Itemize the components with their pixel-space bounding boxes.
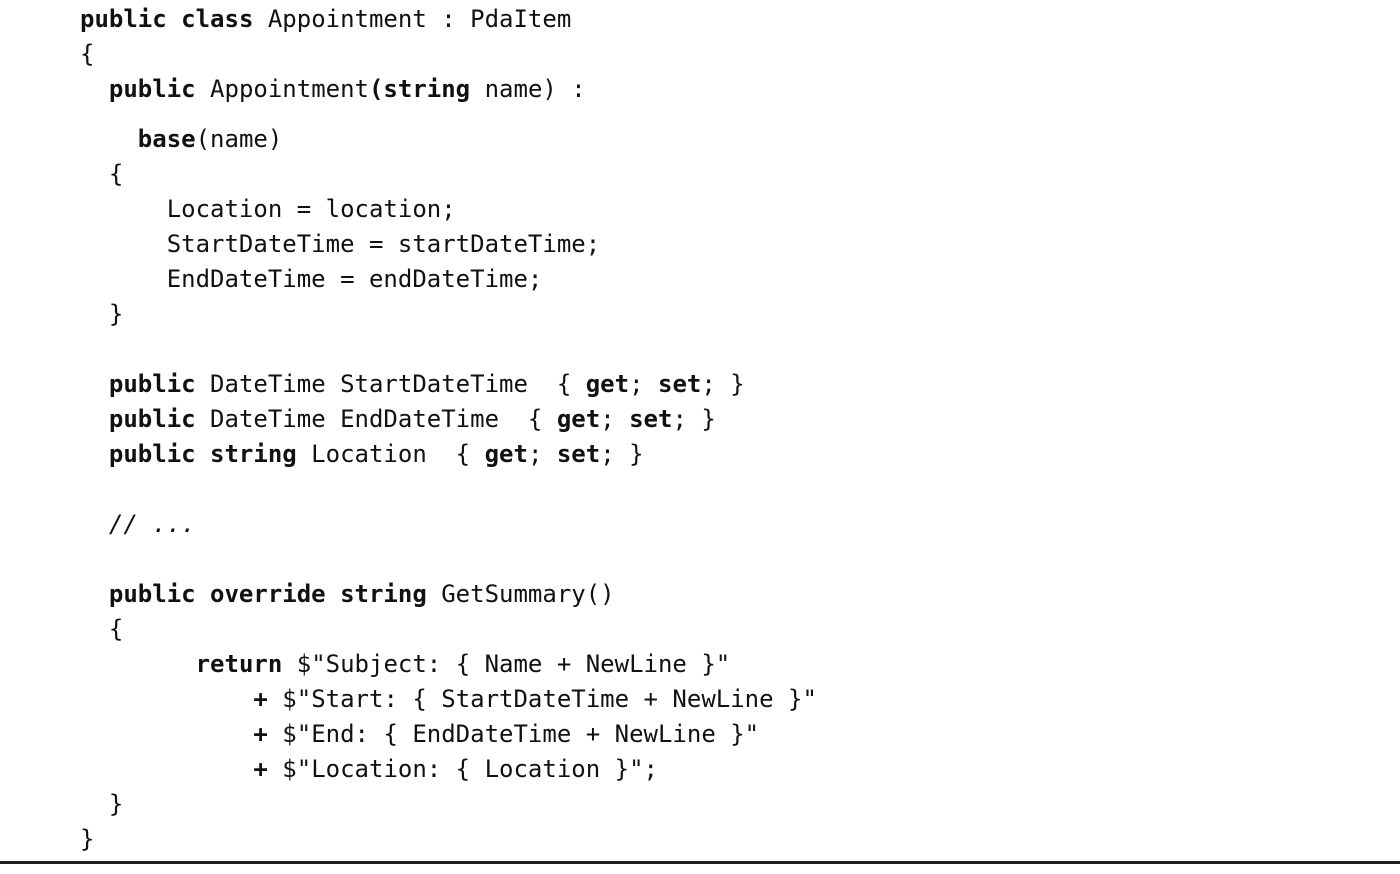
code-line: } (80, 822, 1400, 857)
code-text: Location = location; (166, 195, 456, 223)
code-text: Appointment : PdaItem (253, 5, 572, 33)
code-text: ; (600, 405, 630, 433)
code-text: $"End: { EndDateTime + NewLine }" (267, 720, 760, 748)
code-line: public DateTime EndDateTime { get; set; … (80, 402, 1400, 437)
code-line: StartDateTime = startDateTime; (80, 227, 1400, 262)
code-text: GetSummary() (426, 580, 615, 608)
code-keyword: + (253, 755, 268, 783)
code-text: $"Start: { StartDateTime + NewLine }" (267, 685, 817, 713)
code-keyword: set (629, 405, 673, 433)
code-text: } (108, 790, 124, 818)
code-line: // ... (80, 507, 1400, 542)
code-keyword: get (556, 405, 601, 433)
code-keyword: base (137, 125, 196, 153)
code-text: EndDateTime = endDateTime; (166, 265, 543, 293)
code-text: ; } (672, 405, 716, 433)
code-keyword: get (484, 440, 528, 468)
code-line: { (80, 37, 1400, 72)
code-keyword: public override string (108, 580, 427, 608)
code-line: + $"Start: { StartDateTime + NewLine }" (80, 682, 1400, 717)
code-line (80, 332, 1400, 367)
code-text: } (108, 300, 124, 328)
code-line: + $"End: { EndDateTime + NewLine }" (80, 717, 1400, 752)
code-line: public class Appointment : PdaItem (80, 2, 1400, 37)
code-text: name) : (470, 75, 586, 103)
code-line (80, 542, 1400, 577)
code-text: (name) (195, 125, 283, 153)
code-keyword: (string (368, 75, 471, 103)
code-keyword: get (585, 370, 630, 398)
code-text: ; } (600, 440, 644, 468)
code-line (80, 472, 1400, 507)
code-text: DateTime StartDateTime { (195, 370, 586, 398)
code-keyword: public (108, 405, 196, 433)
code-line: public DateTime StartDateTime { get; set… (80, 367, 1400, 402)
code-keyword: public string (108, 440, 297, 468)
code-keyword: return (195, 650, 283, 678)
code-text: ; } (701, 370, 745, 398)
code-line: return $"Subject: { Name + NewLine }" (80, 647, 1400, 682)
code-text: $"Location: { Location }"; (267, 755, 658, 783)
code-line: public override string GetSummary() (80, 577, 1400, 612)
code-line: Location = location; (80, 192, 1400, 227)
code-text: StartDateTime = startDateTime; (166, 230, 601, 258)
code-keyword: set (556, 440, 601, 468)
code-keyword: set (658, 370, 702, 398)
code-keyword: public class (80, 5, 254, 33)
code-line: + $"Location: { Location }"; (80, 752, 1400, 787)
code-text: Appointment (195, 75, 369, 103)
code-keyword: public (108, 75, 196, 103)
code-keyword: + (253, 685, 268, 713)
code-text: ; (629, 370, 658, 398)
code-text: } (80, 825, 95, 853)
code-comment: // ... (108, 510, 196, 538)
code-text: { (108, 615, 124, 643)
code-text: Location { (296, 440, 485, 468)
code-text: ; (527, 440, 557, 468)
code-line: EndDateTime = endDateTime; (80, 262, 1400, 297)
code-line: { (80, 612, 1400, 647)
code-line: public Appointment(string name) : (80, 72, 1400, 107)
code-text: $"Subject: { Name + NewLine }" (282, 650, 731, 678)
code-line: public string Location { get; set; } (80, 437, 1400, 472)
bottom-rule (0, 861, 1400, 864)
code-text: { (80, 40, 95, 68)
code-line: } (80, 787, 1400, 822)
code-text: { (108, 160, 124, 188)
code-line: } (80, 297, 1400, 332)
code-keyword: public (108, 370, 196, 398)
code-line: { (80, 157, 1400, 192)
code-keyword: + (253, 720, 268, 748)
code-text: DateTime EndDateTime { (195, 405, 557, 433)
code-line: base(name) (80, 122, 1400, 157)
